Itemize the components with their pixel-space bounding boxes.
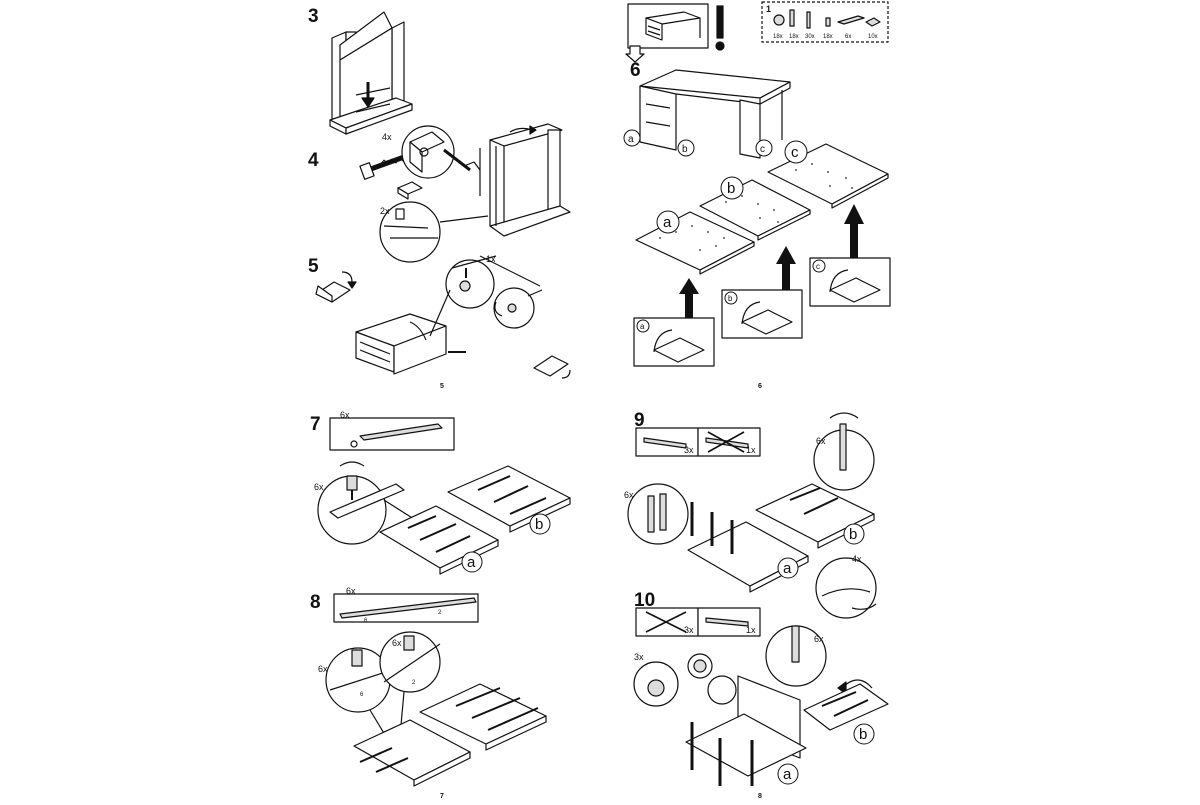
- step-9-panel-a: a: [783, 560, 792, 577]
- step-10-number: 10: [634, 590, 655, 611]
- step-9-count-screw: 6x: [816, 436, 826, 446]
- step-10-count-cam: 3x: [634, 652, 644, 662]
- step-9-box-count-3x: 3x: [684, 445, 694, 455]
- step-9-count-dowel: 6x: [624, 490, 634, 500]
- panel-label-b: b: [727, 180, 735, 197]
- step-3-number: 3: [308, 6, 319, 27]
- step-7-panel-a: a: [467, 554, 476, 571]
- step-9-count-cam: 4x: [852, 554, 862, 564]
- step-8-count-rail: 6x: [346, 586, 356, 596]
- step-9-box-count-1x: 1x: [746, 445, 756, 455]
- step-9-number: 9: [634, 410, 645, 431]
- step-9-panel-b: b: [849, 526, 857, 543]
- step-1-number: 1: [766, 4, 771, 14]
- step-7-count-rail: 6x: [340, 410, 350, 420]
- panel-label-c: c: [791, 144, 799, 161]
- parts-count-2: 18x: [789, 34, 799, 40]
- parts-count-5: 6x: [845, 34, 851, 40]
- step-10-panel-b: b: [859, 726, 867, 743]
- step-4-count-4x: 4x: [382, 132, 392, 142]
- step-7-illustration: [317, 417, 571, 575]
- desk-label-a: a: [628, 134, 634, 145]
- step-8-count-right: 6x: [392, 638, 402, 648]
- step-4-count-2x: 2x: [380, 206, 390, 216]
- rail-mark-2: 2: [438, 610, 442, 616]
- step-8-number: 8: [310, 592, 321, 613]
- step-7-panel-b: b: [535, 516, 543, 533]
- step-7-count-screw: 6x: [314, 482, 324, 492]
- step-3-illustration: [329, 11, 413, 135]
- desk-label-b: b: [682, 144, 688, 155]
- step-10-box-count-1x: 1x: [746, 625, 756, 635]
- step-10-box-count-3x: 3x: [684, 625, 694, 635]
- step-6-panels: [633, 143, 891, 367]
- flip-label-a: a: [640, 322, 645, 331]
- page-number-5: 5: [440, 383, 444, 390]
- parts-count-4: 18x: [823, 34, 833, 40]
- step-4-illustration: [359, 123, 571, 263]
- step-4-number: 4: [308, 150, 319, 171]
- step-5-illustration: [315, 255, 571, 379]
- panel-label-a: a: [663, 214, 672, 231]
- step-10-panel-a: a: [783, 766, 792, 783]
- step-5-number: 5: [308, 256, 319, 277]
- rail-mark-6-zoom: 6: [360, 692, 364, 698]
- step-10-illustration: [633, 607, 889, 786]
- parts-count-3: 30x: [805, 34, 815, 40]
- parts-count-1: 18x: [773, 34, 783, 40]
- page-number-8: 8: [758, 793, 762, 800]
- step-5-count-1x: 1x: [486, 254, 496, 264]
- step-10-count-dowel: 6x: [814, 634, 824, 644]
- page-number-7: 7: [440, 793, 444, 800]
- step-7-number: 7: [310, 414, 321, 435]
- flip-label-c: c: [816, 262, 820, 271]
- flip-label-b: b: [728, 294, 733, 303]
- step-6-desk: [639, 69, 791, 159]
- page-number-6: 6: [758, 383, 762, 390]
- parts-count-6: 10x: [868, 34, 878, 40]
- rail-mark-6: 6: [364, 618, 368, 624]
- step-1-desk-overview: [625, 3, 725, 63]
- step-8-illustration: [325, 593, 547, 787]
- step-8-count-left: 6x: [318, 664, 328, 674]
- rail-mark-2-zoom: 2: [412, 680, 416, 686]
- step-6-number: 6: [630, 60, 641, 81]
- step-1-parts-box: [761, 1, 889, 43]
- desk-label-c: c: [760, 144, 765, 155]
- step-9-illustration: [627, 412, 877, 619]
